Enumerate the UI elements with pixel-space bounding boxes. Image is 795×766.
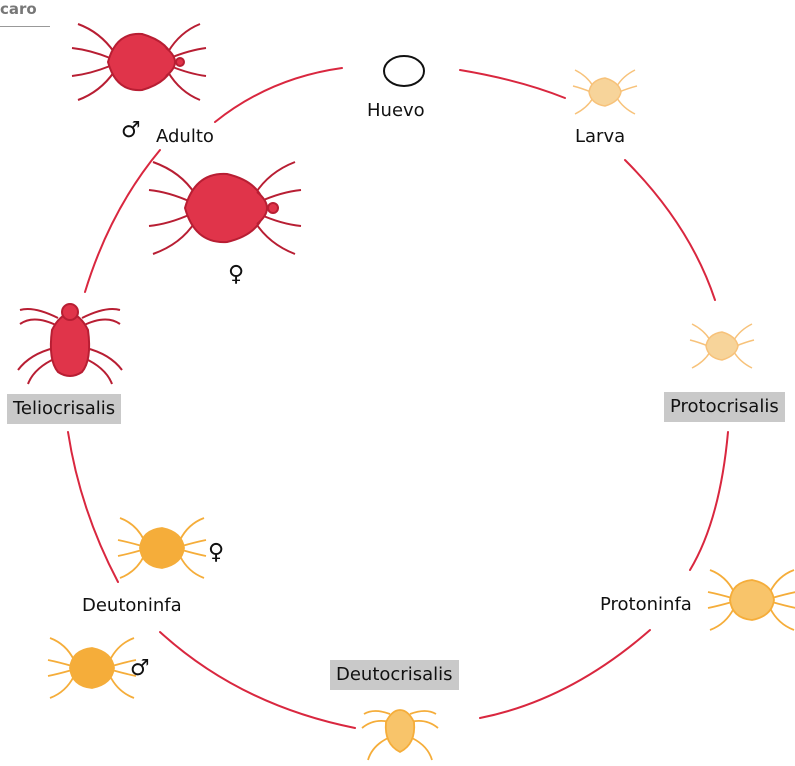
egg-icon: [383, 55, 425, 87]
stage-label-larva: Larva: [575, 126, 626, 147]
protoninfa-mite-icon: [707, 569, 795, 631]
female-symbol-deutoninfa: ♀: [208, 540, 225, 565]
arc-larva-protocrisalis: [624, 159, 716, 301]
corner-underline: [0, 26, 50, 27]
arc-huevo-larva: [459, 69, 566, 99]
adult-female-mite-icon: [148, 161, 302, 255]
stage-label-deutoninfa: Deutoninfa: [82, 595, 182, 616]
corner-title-fragment: caro: [0, 0, 37, 18]
arc-protocrisalis-protoninfa: [689, 431, 729, 571]
arc-deutocrisalis-deutoninfa: [159, 631, 356, 729]
teliocrisalis-mite-icon: [17, 303, 123, 385]
larva-mite-icon: [572, 69, 638, 115]
arc-adulto-huevo: [214, 67, 343, 123]
stage-label-deutocrisalis: Deutocrisalis: [330, 660, 459, 690]
cycle-arcs: [67, 67, 729, 729]
male-symbol-adult: ♂: [121, 118, 141, 143]
arc-protoninfa-deutocrisalis: [479, 629, 651, 719]
arc-deutoninfa-teliocrisalis: [67, 431, 119, 583]
deutoninfa-male-mite-icon: [47, 637, 137, 699]
stage-label-protoninfa: Protoninfa: [600, 594, 692, 615]
stage-label-huevo: Huevo: [367, 100, 425, 121]
male-symbol-deutoninfa: ♂: [130, 656, 150, 681]
adult-male-mite-icon: [71, 23, 207, 101]
stage-label-teliocrisalis: Teliocrisalis: [7, 394, 122, 424]
stage-label-adulto: Adulto: [156, 126, 214, 147]
protocrisalis-mite-icon: [689, 323, 755, 369]
deutocrisalis-mite-icon: [361, 709, 439, 761]
arc-teliocrisalis-adulto: [84, 149, 161, 293]
deutoninfa-female-mite-icon: [117, 517, 207, 579]
female-symbol-adult: ♀: [228, 262, 245, 287]
stage-label-protocrisalis: Protocrisalis: [664, 392, 785, 422]
